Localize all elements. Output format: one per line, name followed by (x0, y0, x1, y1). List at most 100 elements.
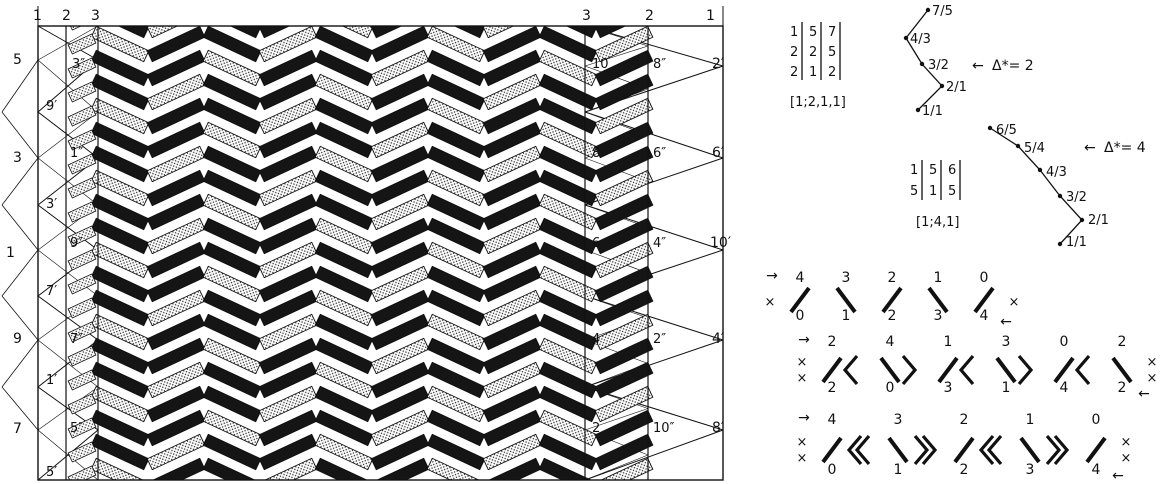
cross-marker: × (797, 435, 808, 450)
strip-bottom-number: 0 (828, 462, 837, 478)
dotted-bar (68, 178, 96, 198)
chevron-mark (961, 356, 973, 384)
strip-bottom-number: 1 (1002, 380, 1011, 396)
strip-1: →×4031221304×← (765, 268, 1020, 330)
inner-label: 1′ (46, 373, 57, 388)
zigzag-label: 6/5 (996, 123, 1017, 138)
chevron-mark (1019, 356, 1031, 384)
inner-label: 4 (592, 332, 600, 347)
matrix-cell: 5 (948, 184, 956, 199)
zigzag-node (926, 8, 930, 12)
inner-label: 6″ (653, 146, 666, 161)
right-label: 4′ (712, 331, 724, 347)
strip-bar (939, 358, 957, 382)
zigzag-label: 1/1 (1066, 235, 1087, 250)
chevron-mark (903, 356, 915, 384)
matrix-cell: 1 (910, 163, 918, 178)
inner-label: 2 (592, 421, 600, 436)
strip-top-number: 1 (934, 270, 943, 286)
matrix-cell: 2 (809, 45, 817, 60)
matrix-b: 1 5 6 5 1 5 [1;4,1] (910, 160, 960, 230)
cross-marker: × (1121, 451, 1132, 466)
strip-bottom-number: 3 (1026, 462, 1035, 478)
zigzag-node (1058, 242, 1062, 246)
inner-label: 8 (592, 146, 600, 161)
cross-marker: × (765, 295, 776, 310)
top-label: 1 (706, 8, 715, 24)
zigzag-label: 3/2 (928, 58, 949, 73)
strip-top-number: 2 (888, 270, 897, 286)
inner-label: 6 (592, 236, 600, 251)
zigzag-label: 7/5 (932, 4, 953, 19)
dotted-bar (68, 250, 96, 270)
strip-top-number: 0 (980, 270, 989, 286)
arrow-left-icon: ← (1112, 468, 1124, 484)
matrix-cell: 2 (828, 65, 836, 80)
right-label: 8′ (712, 420, 724, 436)
zigzag-node (920, 62, 924, 66)
inner-label: 7″ (70, 332, 83, 347)
strip-top-number: 4 (828, 412, 837, 428)
cross-marker: × (1121, 435, 1132, 450)
strip-top-number: 3 (842, 270, 851, 286)
left-label: 7 (13, 421, 22, 437)
strip-bottom-number: 3 (944, 380, 953, 396)
strip-bar (1087, 438, 1105, 462)
cross-marker: × (797, 371, 808, 386)
right-label: 10′ (710, 235, 731, 251)
top-label: 1 (33, 8, 42, 24)
inner-label: 3″ (72, 57, 85, 72)
zigzag-label: 4/3 (1046, 165, 1067, 180)
strip-top-number: 4 (796, 270, 805, 286)
strip-top-number: 2 (960, 412, 969, 428)
inner-label: 9′ (46, 99, 57, 114)
inner-label: 9″ (70, 236, 83, 251)
strip-bar (1021, 438, 1039, 462)
strip-top-number: 2 (828, 334, 837, 350)
lattice-line (2, 340, 38, 387)
left-label: 9 (13, 331, 22, 347)
chevron-mark (845, 356, 857, 384)
strip-top-number: 3 (1002, 334, 1011, 350)
cross-marker: × (797, 355, 808, 370)
strip-bar (823, 358, 841, 382)
strip-bar (889, 438, 907, 462)
strip-bottom-number: 0 (886, 380, 895, 396)
strip-top-number: 4 (886, 334, 895, 350)
inner-label: 10″ (653, 421, 675, 436)
top-label: 2 (62, 8, 71, 24)
strip-bottom-number: 0 (796, 308, 805, 324)
inner-label: 5″ (70, 421, 83, 436)
strip-bar (1113, 358, 1131, 382)
zigzag-node (904, 36, 908, 40)
cross-marker: × (1009, 295, 1020, 310)
strip-bottom-number: 2 (828, 380, 837, 396)
zigzag-label: 2/1 (1088, 213, 1109, 228)
strip-bottom-number: 1 (842, 308, 851, 324)
zigzag-node (1058, 194, 1062, 198)
dotted-bar (68, 346, 96, 366)
zigzag-a: 7/5 4/3 3/2 2/1 1/1 ← Δ*= 2 (904, 4, 1034, 119)
delta-label: Δ*= 4 (1104, 140, 1146, 156)
strip-top-number: 2 (1118, 334, 1127, 350)
inner-label: 5′ (46, 465, 57, 480)
dotted-bar (68, 82, 96, 102)
zigzag-node (988, 126, 992, 130)
right-label: 2′ (712, 56, 724, 72)
left-label: 1 (6, 245, 15, 261)
matrix-code: [1;4,1] (916, 215, 959, 230)
cross-marker: × (1147, 355, 1158, 370)
dotted-bar (68, 298, 96, 318)
strip-top-number: 1 (944, 334, 953, 350)
strip-bottom-number: 4 (980, 308, 989, 324)
cross-marker: × (797, 451, 808, 466)
zigzag-label: 4/3 (910, 32, 931, 47)
inner-label: 10 (592, 57, 609, 72)
matrix-cell: 5 (910, 184, 918, 199)
lattice-line (2, 205, 38, 250)
arrow-left-icon: ← (1000, 314, 1012, 330)
strip-bottom-number: 3 (934, 308, 943, 324)
matrix-cell: 7 (828, 25, 836, 40)
zigzag-node (940, 84, 944, 88)
